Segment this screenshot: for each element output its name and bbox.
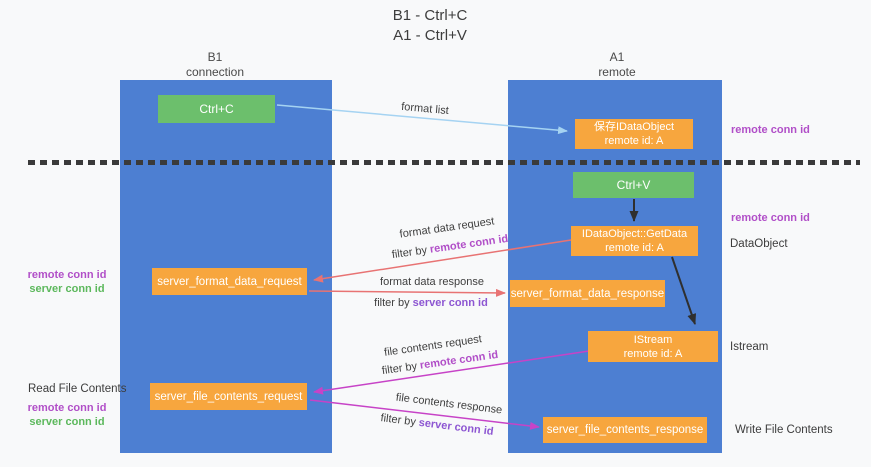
server-conn-id-label: server conn id <box>29 416 105 428</box>
node-server-format-data-request: server_format_data_request <box>152 268 307 295</box>
ctrl-c-label: Ctrl+C <box>199 102 234 116</box>
node-istream: IStream remote id: A <box>588 331 718 362</box>
left-conn-id-block-bottom: remote conn id server conn id <box>25 401 109 429</box>
save-idataobject-line2: remote id: A <box>604 135 664 147</box>
label-format-list: format list <box>400 100 450 118</box>
node-server-file-contents-request: server_file_contents_request <box>150 383 307 410</box>
title-line-2: A1 - Ctrl+V <box>393 27 467 44</box>
node-save-idataobject: 保存IDataObject remote id: A <box>575 119 693 149</box>
server-conn-id-label: server conn id <box>29 283 105 295</box>
remote-conn-id-label: remote conn id <box>27 269 107 281</box>
istream-side-label: Istream <box>730 341 769 353</box>
server-conn-id-text: server conn id <box>412 297 488 309</box>
node-server-file-contents-response: server_file_contents_response <box>543 417 707 443</box>
lane-header-b1: B1 connection <box>120 50 310 80</box>
node-ctrl-c: Ctrl+C <box>158 95 275 123</box>
filter-by-text: filter by <box>374 297 410 309</box>
remote-conn-id-text: remote conn id <box>429 232 509 256</box>
server-file-contents-response-label: server_file_contents_response <box>546 424 704 436</box>
save-idataobject-line1: 保存IDataObject <box>593 121 675 133</box>
title-line-1: B1 - Ctrl+C <box>392 7 468 24</box>
lane-header-a1: A1 remote <box>520 50 714 80</box>
server-format-data-response-label: server_format_data_response <box>510 287 665 300</box>
right-remote-conn-id-1: remote conn id <box>731 124 810 136</box>
lane-b1-name: B1 <box>207 50 223 64</box>
diagram-title: B1 - Ctrl+C A1 - Ctrl+V <box>0 6 860 46</box>
ctrl-v-label: Ctrl+V <box>616 178 651 192</box>
read-file-contents-label: Read File Contents <box>28 383 127 395</box>
server-file-contents-request-label: server_file_contents_request <box>154 390 303 403</box>
istream-line1: IStream <box>633 333 673 346</box>
filter-by-text: filter by <box>391 244 428 262</box>
getdata-line1: IDataObject::GetData <box>581 228 688 240</box>
server-conn-id-text: server conn id <box>418 416 495 438</box>
getdata-line2: remote id: A <box>605 242 664 254</box>
lane-a1-name: A1 <box>609 50 625 64</box>
istream-line2: remote id: A <box>623 347 683 360</box>
right-remote-conn-id-2: remote conn id <box>731 212 810 224</box>
arrow-format-data-response <box>308 288 506 297</box>
lane-a1-role: remote <box>598 65 636 79</box>
left-conn-id-block-top: remote conn id server conn id <box>25 268 109 296</box>
remote-conn-id-label: remote conn id <box>27 402 107 414</box>
node-idataobject-getdata: IDataObject::GetData remote id: A <box>571 226 698 256</box>
label-format-data-response: format data response <box>380 276 484 288</box>
dataobject-label: DataObject <box>730 238 788 250</box>
node-server-format-data-response: server_format_data_response <box>510 280 665 307</box>
label-file-contents-response: file contents response <box>395 391 503 417</box>
filter-by-text: filter by <box>381 360 418 378</box>
write-file-contents-label: Write File Contents <box>735 424 833 436</box>
lane-b1-role: connection <box>185 65 245 79</box>
filter-by-text: filter by <box>379 412 417 429</box>
phase-separator-dashed-line <box>28 160 860 165</box>
server-format-data-request-label: server_format_data_request <box>157 275 302 288</box>
node-ctrl-v: Ctrl+V <box>573 172 694 198</box>
